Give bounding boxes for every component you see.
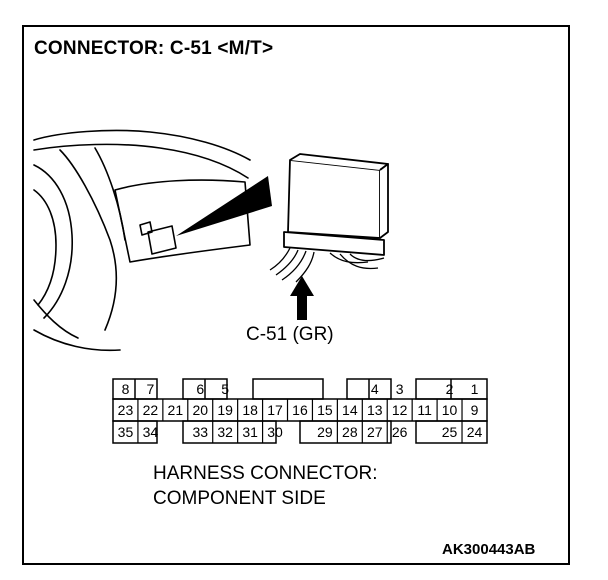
wire-harness <box>269 247 385 283</box>
pin-label: 2 <box>446 381 454 397</box>
glove-box-outline <box>114 179 251 263</box>
diagram-title: CONNECTOR: C-51 <M/T> <box>34 38 274 59</box>
pin-label: 17 <box>267 402 283 418</box>
pin-label: 33 <box>192 424 208 440</box>
pin-label: 5 <box>221 381 229 397</box>
pin-label: 27 <box>367 424 383 440</box>
diagram-frame <box>22 25 570 565</box>
dashboard-outline <box>33 129 251 161</box>
pin-label: 9 <box>471 402 479 418</box>
harness-note: HARNESS CONNECTOR: COMPONENT SIDE <box>153 461 378 511</box>
pin-label: 19 <box>217 402 233 418</box>
steering-wheel-outline <box>33 164 73 319</box>
pin-label: 24 <box>467 424 483 440</box>
pin-label: 29 <box>317 424 333 440</box>
pin-label: 22 <box>143 402 159 418</box>
pin-label: 28 <box>342 424 358 440</box>
pin-label: 25 <box>442 424 458 440</box>
pin-label: 1 <box>471 381 479 397</box>
pin-label: 30 <box>267 424 283 440</box>
pin-label: 10 <box>442 402 458 418</box>
pin-label: 21 <box>168 402 184 418</box>
pin-label: 6 <box>196 381 204 397</box>
pin-label: 11 <box>417 402 432 418</box>
pin-label: 13 <box>367 402 383 418</box>
harness-note-line2: COMPONENT SIDE <box>153 488 326 509</box>
pin-label: 23 <box>118 402 134 418</box>
pin-label: 3 <box>396 381 404 397</box>
harness-note-line1: HARNESS CONNECTOR: <box>153 463 378 484</box>
pin-label: 31 <box>242 424 258 440</box>
pin-label: 18 <box>242 402 258 418</box>
pointer-wedge <box>176 176 272 236</box>
pin-label: 15 <box>317 402 333 418</box>
ecu-location-marker <box>147 225 177 255</box>
pin-label: 12 <box>392 402 408 418</box>
connector-arrow <box>290 276 314 320</box>
pin-label: 4 <box>371 381 379 397</box>
pin-label: 7 <box>146 381 154 397</box>
pin-label: 26 <box>392 424 408 440</box>
pin-label: 8 <box>122 381 130 397</box>
pin-label: 32 <box>217 424 233 440</box>
pin-label: 35 <box>118 424 134 440</box>
pin-label: 16 <box>292 402 308 418</box>
connector-label: C-51 (GR) <box>246 324 334 345</box>
figure-code: AK300443AB <box>442 541 536 558</box>
pin-label: 14 <box>342 402 358 418</box>
pin-label: 34 <box>143 424 159 440</box>
pin-label: 20 <box>192 402 208 418</box>
